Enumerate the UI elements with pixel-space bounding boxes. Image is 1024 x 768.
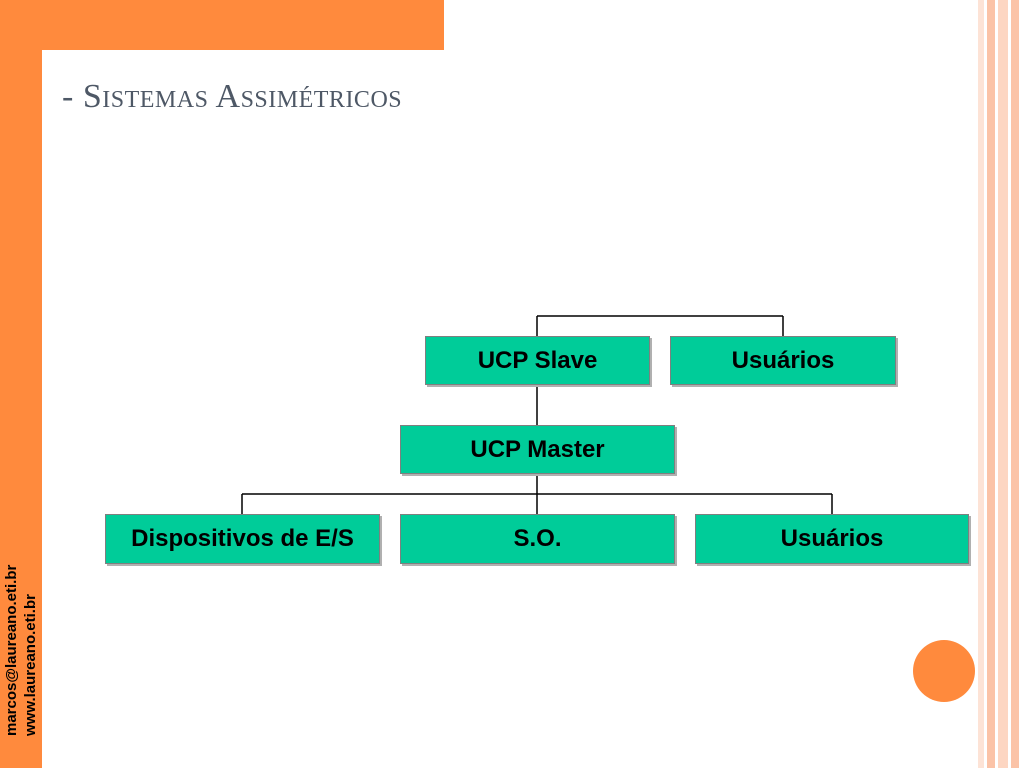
slide-title: - Sistemas Assimétricos [62, 78, 403, 115]
right-stripe [987, 0, 995, 768]
right-stripe [978, 0, 984, 768]
left-accent-bar [0, 0, 42, 768]
node-ucp-master: UCP Master [400, 425, 675, 474]
node-so: S.O. [400, 514, 675, 564]
decorative-circle [913, 640, 975, 702]
right-stripe [1011, 0, 1019, 768]
node-dispositivos: Dispositivos de E/S [105, 514, 380, 564]
node-usuarios-bottom: Usuários [695, 514, 969, 564]
right-stripe [998, 0, 1008, 768]
node-ucp-slave: UCP Slave [425, 336, 650, 385]
node-usuarios-top: Usuários [670, 336, 896, 385]
top-accent-bar [42, 0, 444, 50]
